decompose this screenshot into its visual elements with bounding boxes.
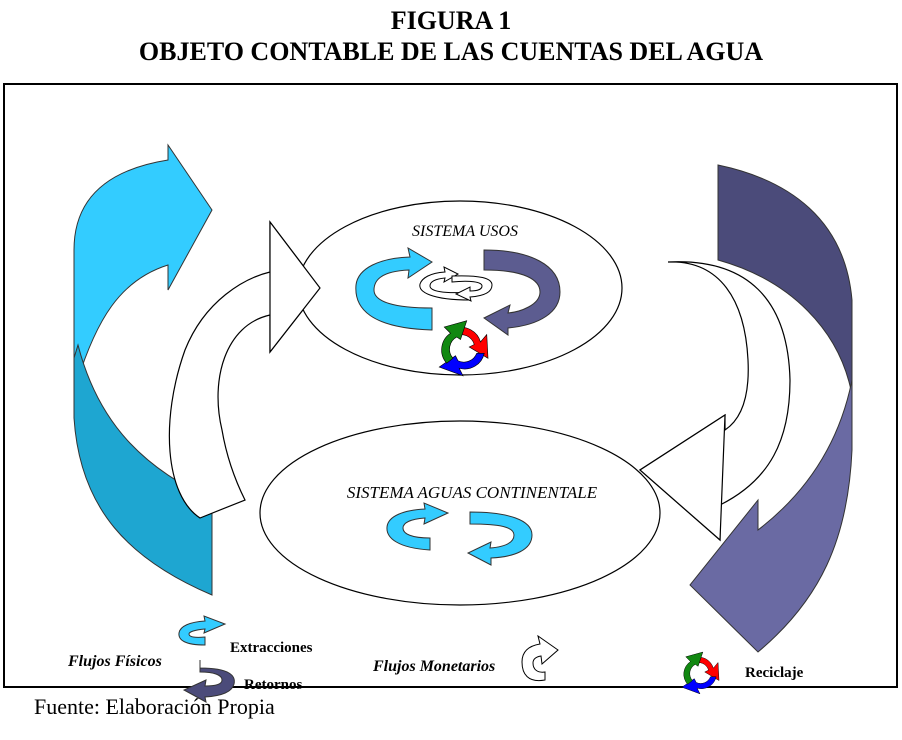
- monetary-flows-label: Flujos Monetarios: [372, 658, 495, 675]
- figure-frame: [3, 83, 898, 688]
- continental-return-arrow: [466, 511, 533, 566]
- legend-monetary-icon: [521, 634, 559, 682]
- recycling-label: Reciclaje: [745, 665, 804, 681]
- legend-extraction-icon: [178, 615, 227, 646]
- usos-extraction-arrow: [355, 246, 433, 331]
- physical-flows-label: Flujos Físicos: [67, 653, 162, 670]
- continental-extraction-arrow: [386, 502, 450, 551]
- usos-system-label: SISTEMA USOS: [412, 223, 518, 240]
- usos-return-arrow: [483, 249, 561, 336]
- extraction-big-arrow: [73, 143, 213, 596]
- usos-monetary-arrows: [419, 266, 493, 302]
- return-big-arrow: [689, 164, 853, 653]
- monetary-arrowheads: [269, 220, 726, 542]
- continental-system-label: SISTEMA AGUAS CONTINENTALE: [347, 483, 598, 502]
- continental-system-ellipse: [259, 420, 661, 606]
- figure-title: OBJETO CONTABLE DE LAS CUENTAS DEL AGUA: [138, 37, 764, 66]
- legend-recycling-icon: [681, 651, 720, 695]
- legend-return-icon: [182, 660, 235, 703]
- figure-number: FIGURA 1: [390, 6, 512, 35]
- extraction-label: Extracciones: [230, 640, 313, 656]
- source-note: Fuente: Elaboración Propia: [34, 694, 275, 719]
- return-label: Retornos: [244, 677, 302, 693]
